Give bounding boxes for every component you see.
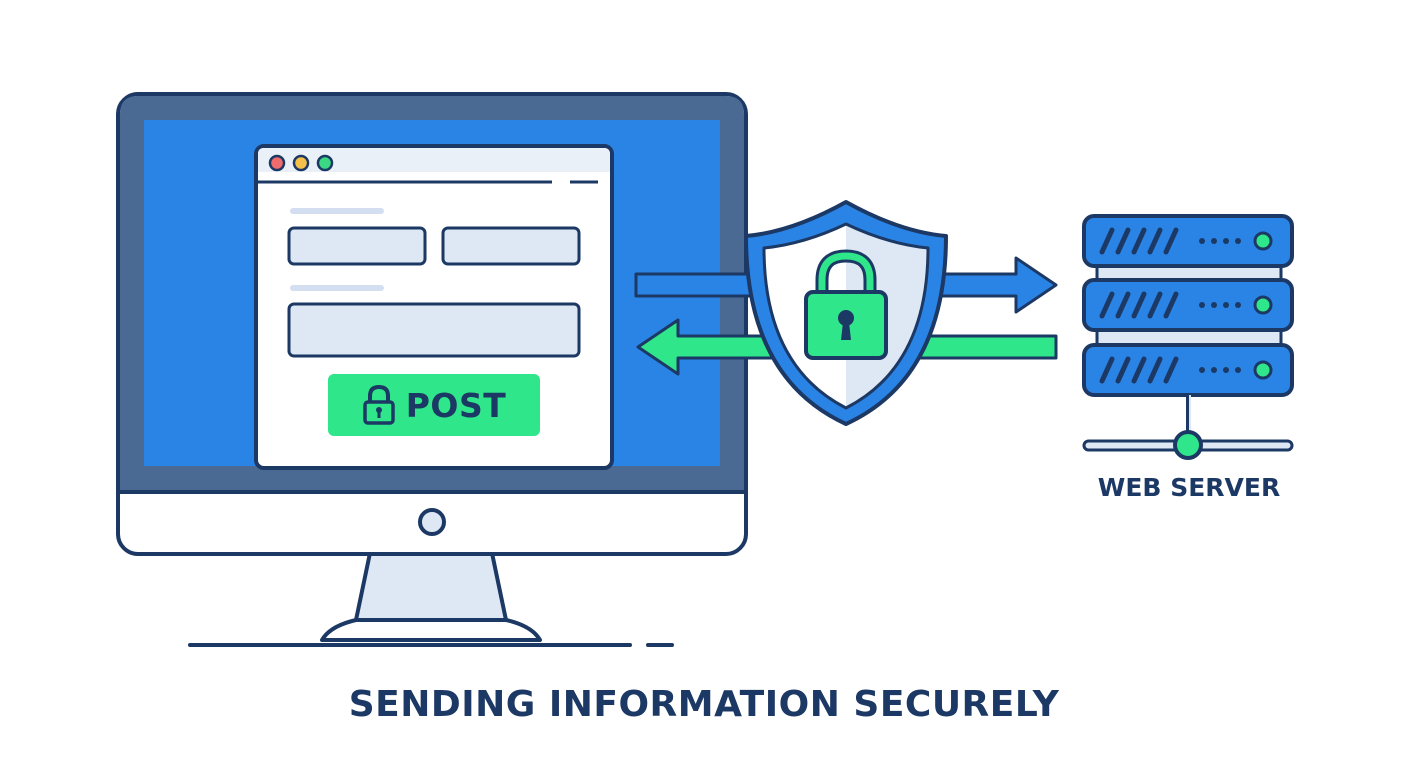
padlock-icon bbox=[362, 385, 395, 425]
server-unit bbox=[1082, 214, 1294, 268]
post-button[interactable]: POST bbox=[328, 374, 540, 436]
shield-padlock-icon bbox=[744, 200, 948, 426]
network-connector bbox=[1082, 395, 1294, 460]
form-field-second[interactable] bbox=[441, 226, 581, 266]
diagram-caption: SENDING INFORMATION SECURELY bbox=[348, 684, 1060, 725]
server-unit bbox=[1082, 278, 1294, 332]
form-label-placeholder bbox=[290, 285, 384, 291]
server-unit bbox=[1082, 343, 1294, 397]
form-field-message[interactable] bbox=[287, 302, 581, 358]
window-minimize-dot[interactable] bbox=[292, 154, 310, 172]
post-button-label: POST bbox=[405, 385, 507, 425]
monitor-stand bbox=[320, 551, 542, 642]
power-button bbox=[418, 508, 446, 536]
window-maximize-dot[interactable] bbox=[316, 154, 334, 172]
server-label: WEB SERVER bbox=[1097, 473, 1281, 502]
window-close-dot[interactable] bbox=[268, 154, 286, 172]
form-field-first[interactable] bbox=[287, 226, 427, 266]
server-rack-icon bbox=[1082, 214, 1294, 460]
form-label-placeholder bbox=[290, 208, 384, 214]
